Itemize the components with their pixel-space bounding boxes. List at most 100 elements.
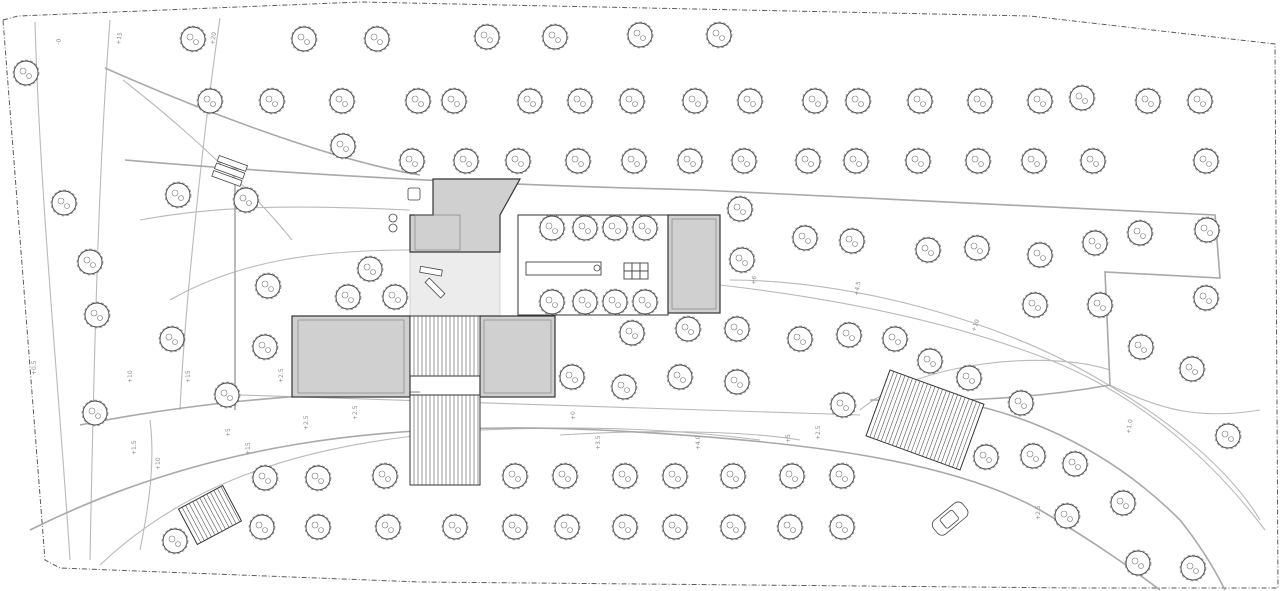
tree-symbol-icon <box>541 23 569 51</box>
tree-symbol-icon <box>610 373 638 401</box>
tree-symbol-icon <box>966 87 994 115</box>
tree-symbol-icon <box>626 21 654 49</box>
tree-symbol-icon <box>916 347 944 375</box>
tree-symbol-icon <box>1126 219 1154 247</box>
tree-symbol-icon <box>838 227 866 255</box>
tree-symbol-icon <box>618 319 646 347</box>
tree-symbol-icon <box>801 87 829 115</box>
contour-label: +1.0 <box>1125 419 1134 435</box>
tree-symbol-icon <box>601 214 629 242</box>
contour-label: +6 <box>750 275 758 285</box>
tree-symbol-icon <box>371 462 399 490</box>
tree-symbol-icon <box>776 513 804 541</box>
tree-symbol-icon <box>676 147 704 175</box>
tree-symbol-icon <box>551 462 579 490</box>
contour-label: +2.5 <box>1035 505 1042 520</box>
tree-symbol-icon <box>232 186 260 214</box>
contour-label: +1.5 <box>131 440 138 455</box>
picnic-bench-icon <box>211 154 249 187</box>
tree-symbol-icon <box>601 288 629 316</box>
tree-symbol-icon <box>1068 84 1096 112</box>
tree-symbol-icon <box>786 325 814 353</box>
contour-label: +15 <box>245 442 252 455</box>
tree-symbol-icon <box>164 181 192 209</box>
contour-label: +5 <box>785 434 792 443</box>
tree-symbol-icon <box>719 462 747 490</box>
tree-symbol-icon <box>794 147 822 175</box>
tree-symbol-icon <box>842 147 870 175</box>
tree-symbol-icon <box>81 399 109 427</box>
tree-symbol-icon <box>566 87 594 115</box>
tree-symbol-icon <box>1192 284 1220 312</box>
west-building-roof <box>291 315 411 398</box>
tree-symbol-icon <box>681 87 709 115</box>
tree-symbol-icon <box>914 236 942 264</box>
tree-symbol-icon <box>381 283 409 311</box>
tree-symbol-icon <box>631 288 659 316</box>
tree-symbol-icon <box>844 87 872 115</box>
swimming-pool <box>525 261 602 276</box>
contour-label: +20 <box>209 31 218 45</box>
tree-symbol-icon <box>398 147 426 175</box>
contour-label: +15 <box>185 370 192 383</box>
contour-label: -0 <box>55 38 63 45</box>
tree-symbol-icon <box>1186 87 1214 115</box>
contour-label: +10 <box>155 457 162 470</box>
tree-symbol-icon <box>1053 502 1081 530</box>
central-deck <box>409 315 481 377</box>
tree-symbol-icon <box>328 87 356 115</box>
tree-symbol-icon <box>904 147 932 175</box>
tree-symbol-icon <box>955 364 983 392</box>
tree-symbol-icon <box>719 513 747 541</box>
tree-symbol-icon <box>571 288 599 316</box>
pergola-east <box>865 369 985 471</box>
tree-symbol-icon <box>611 513 639 541</box>
tree-symbol-icon <box>83 301 111 329</box>
tree-symbol-icon <box>248 513 276 541</box>
contour-label: +15 <box>115 31 124 45</box>
tree-symbol-icon <box>1214 422 1242 450</box>
tree-symbol-icon <box>452 147 480 175</box>
tree-symbol-icon <box>736 87 764 115</box>
tree-symbol-icon <box>196 87 224 115</box>
tree-symbol-icon <box>1081 229 1109 257</box>
tree-symbol-icon <box>441 513 469 541</box>
contour-label: +10 <box>970 318 981 332</box>
tree-symbol-icon <box>723 368 751 396</box>
tree-symbol-icon <box>791 224 819 252</box>
tree-symbol-icon <box>258 87 286 115</box>
tree-symbol-icon <box>538 214 566 242</box>
tree-symbol-icon <box>1021 291 1049 319</box>
tree-symbol-icon <box>1086 291 1114 319</box>
contour-label: +4.5 <box>853 281 862 297</box>
tree-symbol-icon <box>374 513 402 541</box>
tree-symbol-icon <box>1026 87 1054 115</box>
east-pavilion-roof <box>667 214 721 314</box>
tree-symbol-icon <box>964 147 992 175</box>
tree-symbol-icon <box>558 363 586 391</box>
contour-label: +0.5 <box>31 360 38 375</box>
tree-symbol-icon <box>1179 554 1207 582</box>
tree-symbol-icon <box>1127 333 1155 361</box>
tree-symbol-icon <box>12 59 40 87</box>
tree-symbol-icon <box>778 462 806 490</box>
tree-symbol-icon <box>705 21 733 49</box>
contour-label: +5 <box>225 428 232 437</box>
south-deck <box>409 394 481 486</box>
tree-symbol-icon <box>728 246 756 274</box>
sun-loungers <box>419 265 446 299</box>
tree-symbol-icon <box>835 321 863 349</box>
tree-symbol-icon <box>661 462 689 490</box>
contour-labels: -0+15+20+0.5+10+15+2.5+2.5+2.5+0+5+4.5+6… <box>31 31 1135 520</box>
tree-symbol-icon <box>1007 389 1035 417</box>
tree-symbol-icon <box>618 87 646 115</box>
lounge-chair-icon <box>388 187 601 272</box>
tree-symbol-icon <box>631 214 659 242</box>
tree-symbol-icon <box>1124 549 1152 577</box>
tree-symbol-icon <box>726 195 754 223</box>
tree-symbol-icon <box>730 147 758 175</box>
tree-symbol-icon <box>828 462 856 490</box>
contour-label: +3.5 <box>595 435 602 450</box>
tree-symbol-icon <box>723 315 751 343</box>
